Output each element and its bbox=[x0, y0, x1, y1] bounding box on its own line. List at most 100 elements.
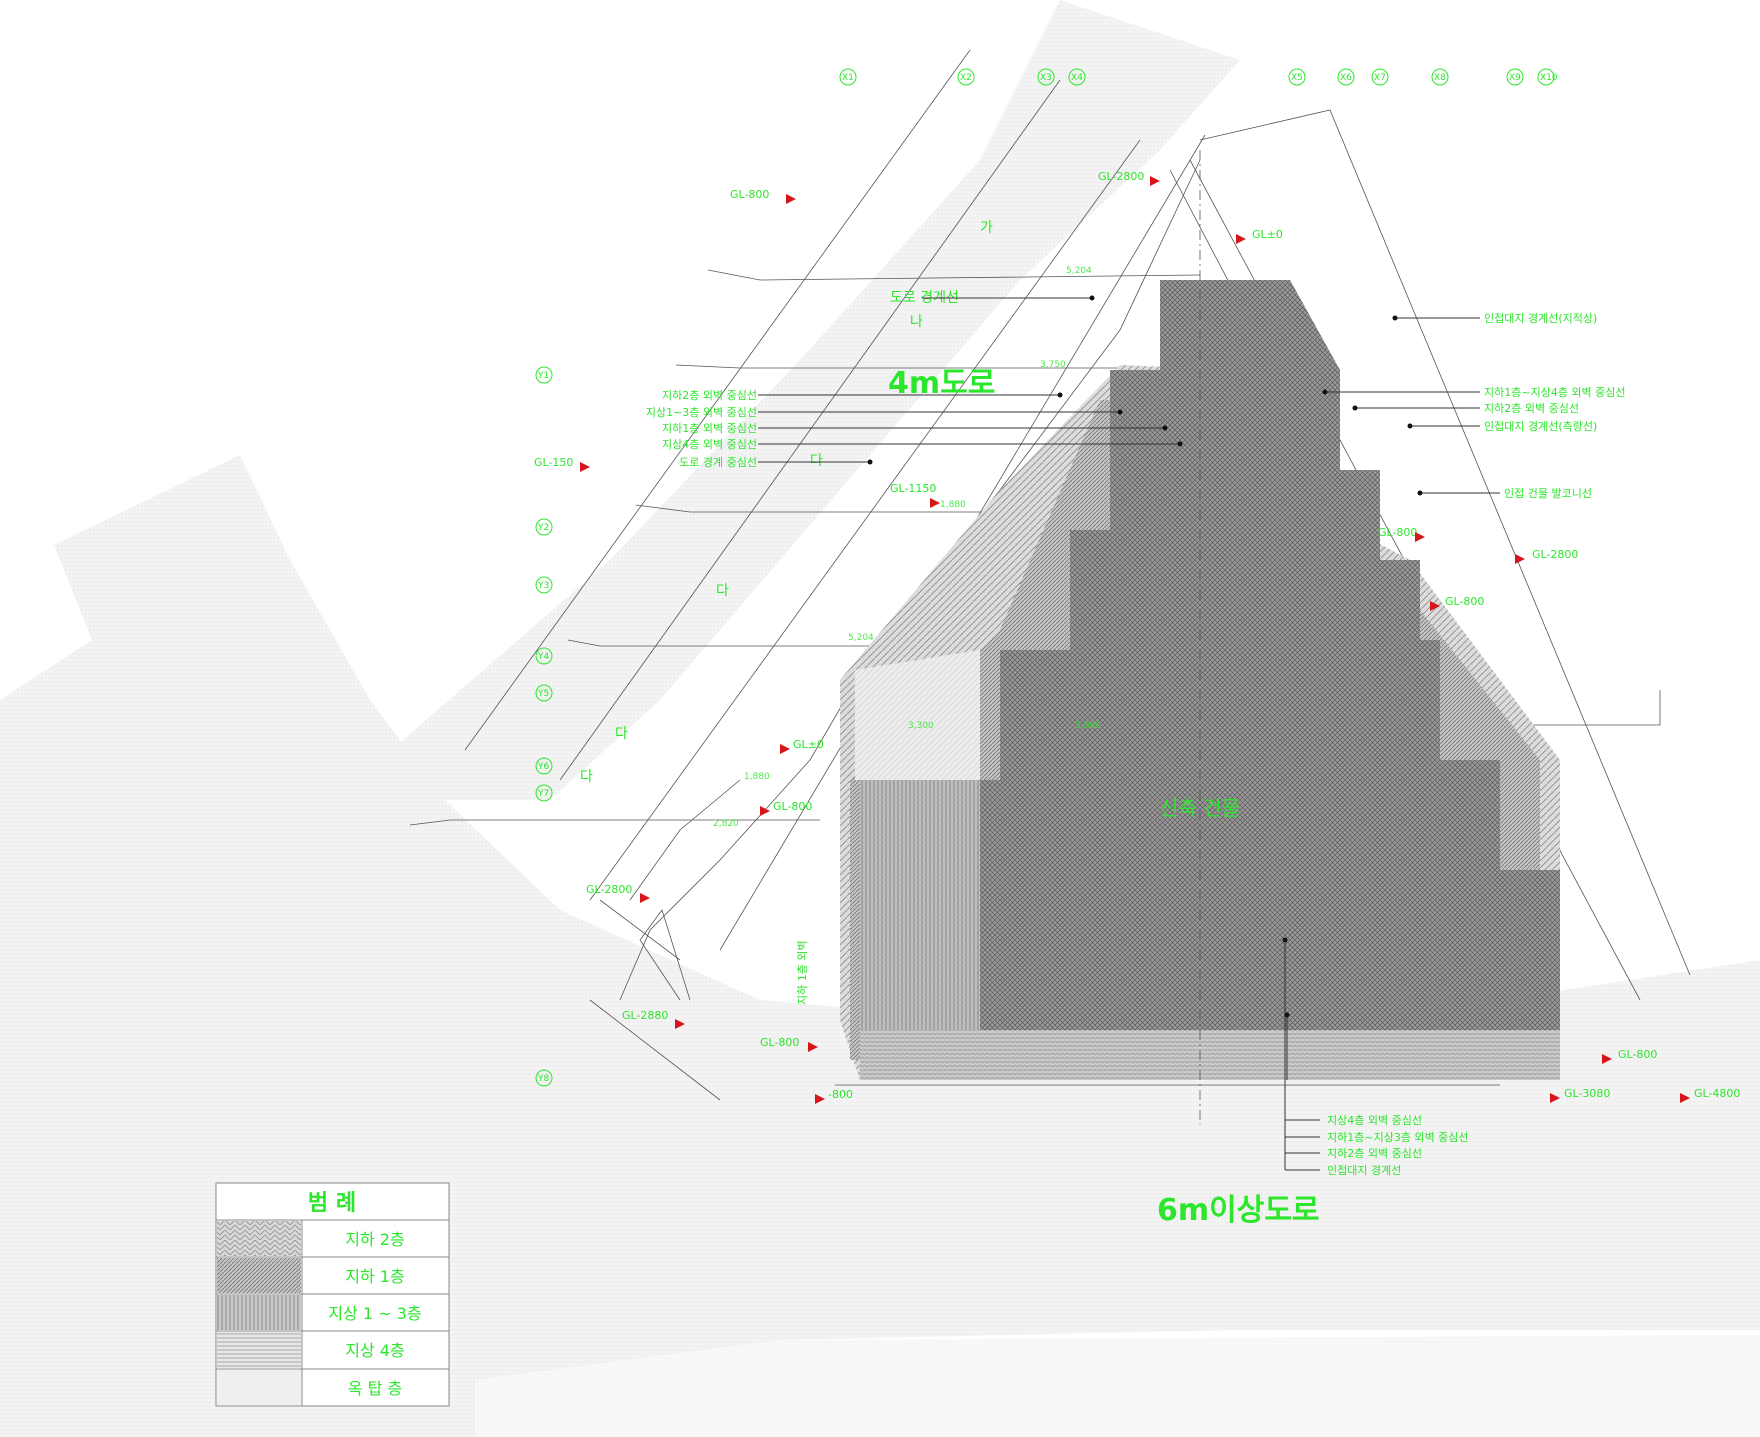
callout-label: 지하1층 외벽 중심선 bbox=[662, 421, 757, 435]
svg-text:GL-3080: GL-3080 bbox=[1564, 1087, 1610, 1100]
level-marker: GL±0 bbox=[780, 738, 824, 754]
callout-label: 도로 경계 중심선 bbox=[679, 456, 757, 469]
callout-label: 지하2층 외벽 중심선 bbox=[1484, 401, 1579, 415]
axis-marker: X10 bbox=[1537, 68, 1558, 86]
level-marker: GL-800 bbox=[760, 1036, 818, 1052]
level-marker: GL±0 bbox=[1236, 228, 1283, 244]
road-4m-label: 4m도로 bbox=[888, 366, 995, 401]
right-callouts: 인접대지 경계선(지적상) 지하1층~지상4층 외벽 중심선 지하2층 외벽 중… bbox=[1322, 312, 1626, 500]
svg-text:GL-800: GL-800 bbox=[730, 188, 769, 201]
level-marker: -800 bbox=[815, 1088, 853, 1104]
svg-text:X8: X8 bbox=[1434, 73, 1446, 83]
legend-label: 지하 1층 bbox=[345, 1267, 404, 1286]
axis-marker: X5 bbox=[1288, 68, 1306, 86]
level-marker: GL-4800 bbox=[1680, 1087, 1740, 1103]
zone-label-na: 나 bbox=[910, 314, 923, 330]
zone-label-ga: 가 bbox=[980, 220, 993, 236]
axis-marker: X9 bbox=[1506, 68, 1524, 86]
callout-label: 지하2층 외벽 중심선 bbox=[1327, 1146, 1422, 1160]
level-marker: GL-1150 bbox=[890, 482, 940, 508]
dimension-label: 1,880 bbox=[940, 500, 966, 510]
legend-swatch bbox=[217, 1370, 301, 1405]
svg-text:GL±0: GL±0 bbox=[793, 738, 824, 751]
zone-label-da: 다 bbox=[716, 583, 729, 599]
axis-marker: Y5 bbox=[535, 684, 553, 702]
dimension-label: 3,300 bbox=[908, 721, 934, 731]
svg-text:X5: X5 bbox=[1291, 73, 1303, 83]
svg-text:GL-2800: GL-2800 bbox=[1532, 548, 1578, 561]
svg-text:GL-800: GL-800 bbox=[1445, 595, 1484, 608]
callout-label: 지상1~3층 외벽 중심선 bbox=[646, 406, 757, 419]
legend: 범 례 지하 2층 지하 1층 지상 1 ~ 3층 지상 4층 옥 탑 층 bbox=[215, 1182, 450, 1407]
road-6m-lower-band bbox=[475, 1335, 1760, 1437]
svg-text:Y5: Y5 bbox=[537, 689, 549, 699]
axis-marker: Y8 bbox=[535, 1069, 553, 1087]
level-markers: GL-800 GL-2800 GL±0 GL-1150 GL-2800 GL-8… bbox=[534, 170, 1740, 1104]
dimension-label: 5,204 bbox=[848, 633, 874, 643]
svg-text:GL-2800: GL-2800 bbox=[586, 883, 632, 896]
svg-text:Y8: Y8 bbox=[537, 1074, 549, 1084]
svg-text:X10: X10 bbox=[1540, 73, 1558, 83]
callout-label: 지하1층~지상3층 외벽 중심선 bbox=[1327, 1130, 1469, 1144]
svg-text:X3: X3 bbox=[1040, 73, 1052, 83]
axis-marker: Y6 bbox=[535, 757, 553, 775]
level-marker: GL-2800 bbox=[586, 883, 650, 903]
legend-title: 범 례 bbox=[308, 1191, 356, 1216]
callout-label: 지상4층 외벽 중심선 bbox=[662, 438, 757, 451]
svg-text:Y4: Y4 bbox=[537, 652, 549, 662]
left-callouts: 지하2층 외벽 중심선 지상1~3층 외벽 중심선 지하1층 외벽 중심선 지상… bbox=[646, 295, 1183, 469]
dimension-labels: 5,204 3,750 1,880 5,204 1,880 2,820 3,30… bbox=[713, 266, 1101, 829]
legend-label: 지하 2층 bbox=[345, 1230, 404, 1249]
level-marker: GL-150 bbox=[534, 456, 590, 472]
callout-label: 인접대지 경계선(지적상) bbox=[1484, 312, 1597, 325]
svg-text:Y7: Y7 bbox=[537, 789, 549, 799]
svg-text:-800: -800 bbox=[828, 1088, 853, 1101]
level-marker: GL-800 bbox=[1378, 526, 1425, 542]
level-marker: GL-2880 bbox=[622, 1009, 685, 1029]
dimension-label: 5,204 bbox=[1066, 266, 1092, 276]
svg-text:X1: X1 bbox=[842, 73, 854, 83]
callout-label: 인접대지 경계선 bbox=[1327, 1164, 1401, 1177]
callout-label: 지하1층~지상4층 외벽 중심선 bbox=[1484, 385, 1626, 399]
svg-text:Y1: Y1 bbox=[537, 371, 549, 381]
zone-label-da: 다 bbox=[615, 726, 628, 742]
level-marker: GL-2800 bbox=[1515, 548, 1578, 564]
svg-text:GL-150: GL-150 bbox=[534, 456, 573, 469]
vertical-note: 지하 1층 외벽 bbox=[795, 940, 809, 1005]
axis-marker: Y2 bbox=[535, 518, 553, 536]
axis-marker: X6 bbox=[1337, 68, 1355, 86]
svg-text:GL-800: GL-800 bbox=[1378, 526, 1417, 539]
dimension-label: 3,000 bbox=[1075, 721, 1101, 731]
level-marker: GL-3080 bbox=[1550, 1087, 1610, 1103]
callout-label: 지상4층 외벽 중심선 bbox=[1327, 1114, 1422, 1127]
legend-swatch bbox=[217, 1221, 301, 1256]
svg-text:Y2: Y2 bbox=[537, 523, 549, 533]
svg-text:Y3: Y3 bbox=[537, 581, 549, 591]
svg-text:GL±0: GL±0 bbox=[1252, 228, 1283, 241]
legend-swatch bbox=[217, 1258, 301, 1293]
axis-marker: X8 bbox=[1431, 68, 1449, 86]
level-marker: GL-800 bbox=[1602, 1048, 1657, 1064]
svg-text:GL-2800: GL-2800 bbox=[1098, 170, 1144, 183]
axis-marker: X2 bbox=[957, 68, 975, 86]
axis-marker: Y3 bbox=[535, 576, 553, 594]
svg-text:GL-2880: GL-2880 bbox=[622, 1009, 668, 1022]
axis-marker: Y1 bbox=[535, 366, 553, 384]
zone-label-da: 다 bbox=[580, 769, 593, 785]
svg-text:GL-800: GL-800 bbox=[773, 800, 812, 813]
svg-text:GL-4800: GL-4800 bbox=[1694, 1087, 1740, 1100]
axis-marker: Y7 bbox=[535, 784, 553, 802]
road-6m-label: 6m이상도로 bbox=[1157, 1193, 1320, 1228]
axis-marker: X1 bbox=[839, 68, 857, 86]
building-footprint bbox=[840, 150, 1560, 1125]
svg-text:GL-800: GL-800 bbox=[1618, 1048, 1657, 1061]
axis-marker: X3 bbox=[1037, 68, 1055, 86]
road-4m bbox=[380, 0, 1240, 800]
legend-swatch bbox=[217, 1295, 301, 1330]
axis-marker: Y4 bbox=[535, 647, 553, 665]
svg-text:X2: X2 bbox=[960, 73, 972, 83]
axis-marker: X4 bbox=[1068, 68, 1086, 86]
callout-label: 지하2층 외벽 중심선 bbox=[662, 388, 757, 402]
level-marker: GL-800 bbox=[1430, 595, 1484, 611]
